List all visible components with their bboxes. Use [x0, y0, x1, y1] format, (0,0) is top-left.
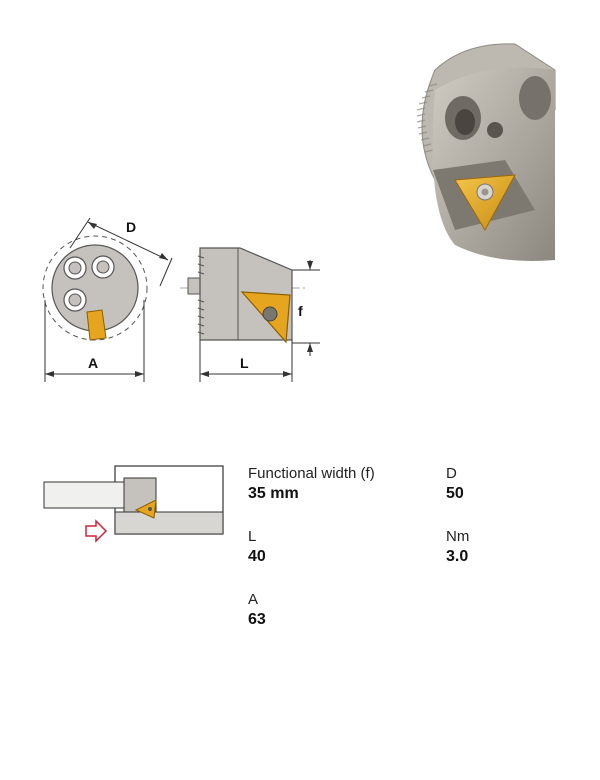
spec-l: L 40: [248, 528, 266, 566]
spec-value: 3.0: [446, 548, 469, 565]
dim-label-f: f: [298, 303, 303, 319]
insert-front: [86, 309, 107, 341]
insert-sketch: [134, 499, 157, 519]
dim-label-l: L: [240, 355, 249, 371]
spec-value: 50: [446, 485, 464, 502]
technical-drawing: D A f L: [42, 217, 320, 382]
dim-label-d: D: [126, 219, 136, 235]
dim-label-a: A: [88, 355, 98, 371]
spec-label: Nm: [446, 528, 470, 545]
product-render: [416, 43, 556, 261]
spec-value: 40: [248, 548, 266, 565]
spec-label: Functional width (f): [248, 465, 375, 482]
spec-a: A 63: [248, 591, 266, 629]
screw-hole: [519, 76, 551, 120]
clearance-circle: [42, 235, 148, 341]
insert-render: [454, 174, 516, 232]
spec-functional-width: Functional width (f) 35 mm: [248, 465, 375, 503]
spec-value: 63: [248, 611, 266, 628]
boring-bar: [43, 481, 125, 509]
spec-label: A: [248, 591, 259, 608]
spec-nm: Nm 3.0: [446, 528, 469, 566]
spec-label: L: [248, 528, 257, 545]
spec-d: D 50: [446, 465, 464, 503]
application-sketch: [43, 465, 224, 543]
spec-value: 35 mm: [248, 485, 299, 502]
feed-arrow-icon: [85, 519, 108, 543]
spec-label: D: [446, 465, 457, 482]
